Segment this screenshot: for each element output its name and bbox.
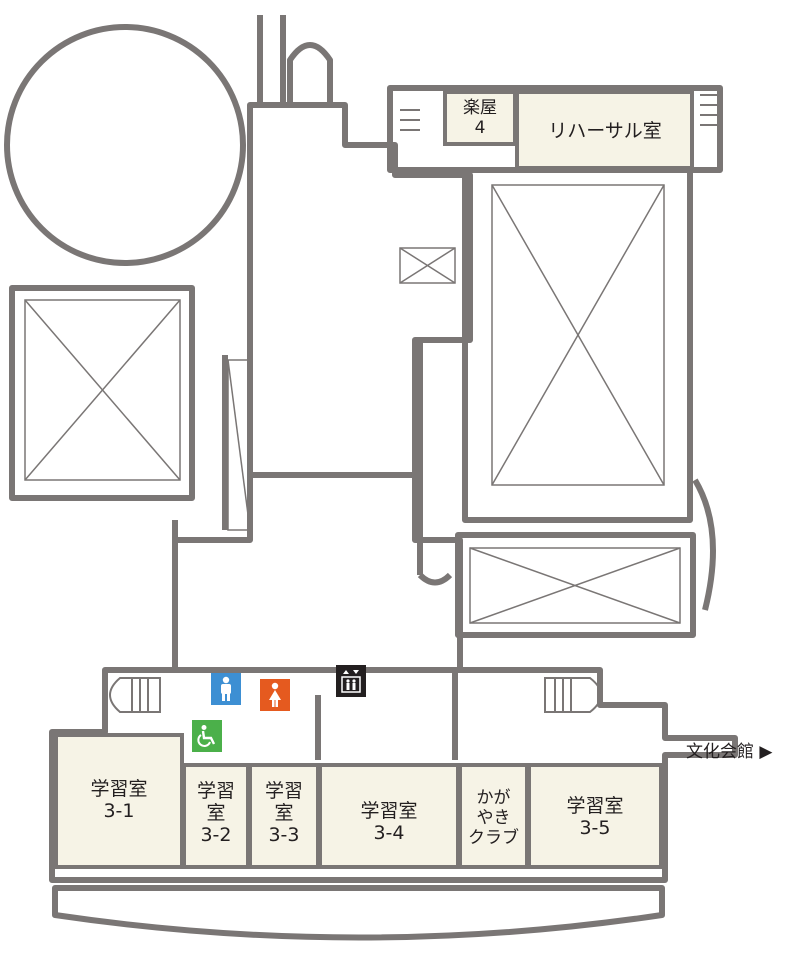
room-3-4-label: 学習室 3-4: [360, 800, 418, 844]
room-rehearsal-label: リハーサル室: [548, 120, 662, 142]
round-tower: [4, 24, 246, 266]
lower-building: [49, 667, 738, 883]
wheelchair-icon: [192, 720, 222, 752]
mens-restroom-icon: [211, 673, 241, 705]
room-kagayaki-label: かが やき クラブ: [468, 788, 519, 848]
central-corridor: [247, 102, 473, 478]
room-3-1: [54, 733, 184, 869]
stair-left: [109, 677, 161, 713]
room-3-2-label: 学習 室 3-2: [196, 780, 235, 846]
room-gakuya4: [443, 90, 517, 146]
room-3-3: [248, 763, 320, 869]
room-kagayaki: [458, 763, 529, 869]
womens-restroom-icon: [260, 679, 290, 711]
room-3-3-label: 学習 室 3-3: [264, 780, 303, 846]
lower-arc: [52, 885, 665, 941]
bunka-kaikan-link[interactable]: 文化会館 ▶: [686, 742, 773, 762]
room-3-2: [182, 763, 250, 869]
room-3-5-label: 学習室 3-5: [566, 795, 624, 839]
room-3-1-label: 学習室 3-1: [90, 778, 148, 822]
room-gakuya4-label: 楽屋 4: [463, 98, 497, 138]
right-lightwell-frame: [462, 167, 693, 523]
left-lightwell: [9, 285, 195, 501]
room-rehearsal: [515, 90, 694, 170]
elevator-icon: [336, 665, 366, 697]
room-3-5: [527, 763, 663, 869]
room-3-4: [318, 763, 460, 869]
stair-right: [544, 677, 602, 713]
